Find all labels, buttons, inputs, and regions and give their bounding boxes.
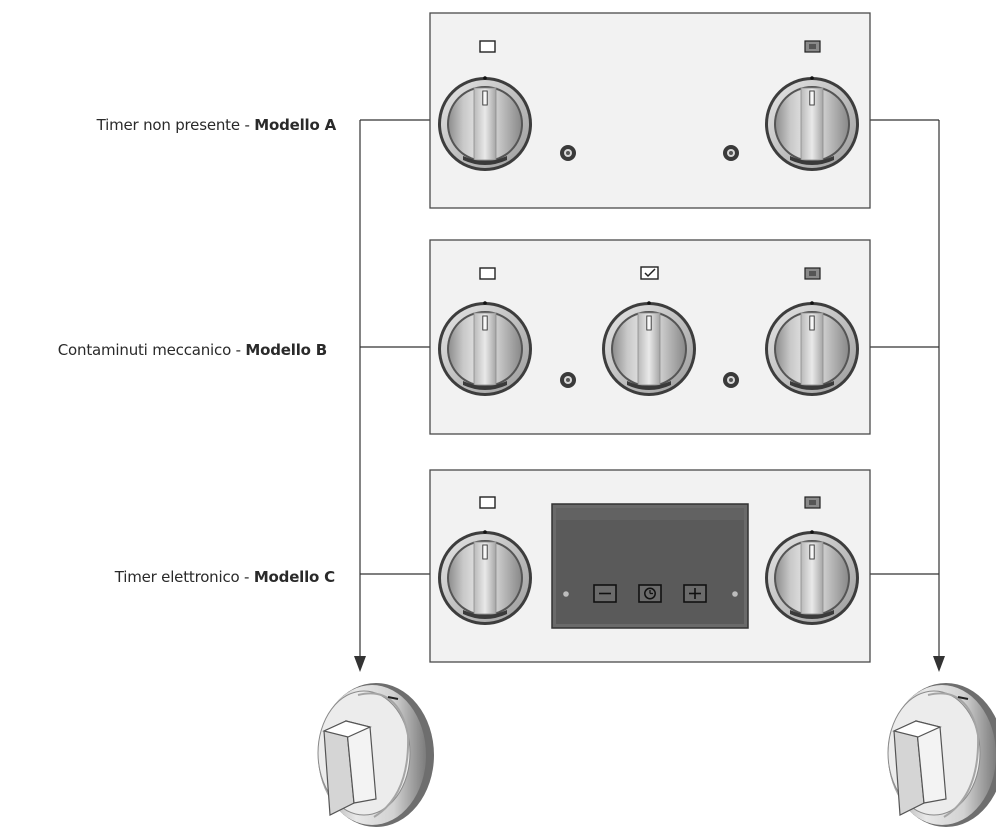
panel-modello-b [429, 239, 871, 435]
minus-icon[interactable] [593, 584, 617, 603]
model-b-name: Modello B [245, 341, 327, 359]
grill-square-icon [804, 267, 821, 280]
knob-3d-left [317, 683, 434, 827]
model-c-label: Timer elettronico - Modello C [115, 568, 335, 586]
left-arrow-head [354, 656, 366, 672]
model-b-label: Contaminuti meccanico - Modello B [58, 341, 327, 359]
knob-left-a [438, 76, 532, 171]
knob-right-a [765, 76, 859, 171]
connector-lines [359, 119, 940, 660]
knob-right-c [765, 530, 859, 625]
knob-left-b [438, 301, 532, 396]
knob-center-b [602, 301, 696, 396]
oven-rectangle-icon [479, 40, 496, 53]
model-a-name: Modello A [254, 116, 336, 134]
model-a-description: Timer non presente - [96, 116, 255, 134]
indicator-light-right-a [723, 145, 739, 161]
indicator-light-left-a [560, 145, 576, 161]
timer-check-icon [640, 266, 659, 280]
grill-square-icon [804, 496, 821, 509]
knob-left-c [438, 530, 532, 625]
knob-right-b [765, 301, 859, 396]
oven-rectangle-icon [479, 496, 496, 509]
knob-3d-right [887, 683, 996, 827]
model-b-description: Contaminuti meccanico - [57, 341, 246, 359]
timer-led-left [563, 591, 569, 597]
plus-icon[interactable] [683, 584, 707, 603]
panel-modello-a [429, 12, 871, 209]
model-a-label: Timer non presente - Modello A [96, 116, 337, 134]
oven-rectangle-icon [479, 267, 496, 280]
model-c-description: Timer elettronico - [114, 568, 254, 586]
grill-square-icon [804, 40, 821, 53]
timer-led-right [732, 591, 738, 597]
right-arrow-head [933, 656, 945, 672]
indicator-light-right-b [723, 372, 739, 388]
clock-icon[interactable] [638, 584, 662, 603]
model-c-name: Modello C [253, 568, 335, 586]
indicator-light-left-b [560, 372, 576, 388]
electronic-timer-display [551, 503, 749, 629]
panel-modello-c [429, 469, 871, 663]
